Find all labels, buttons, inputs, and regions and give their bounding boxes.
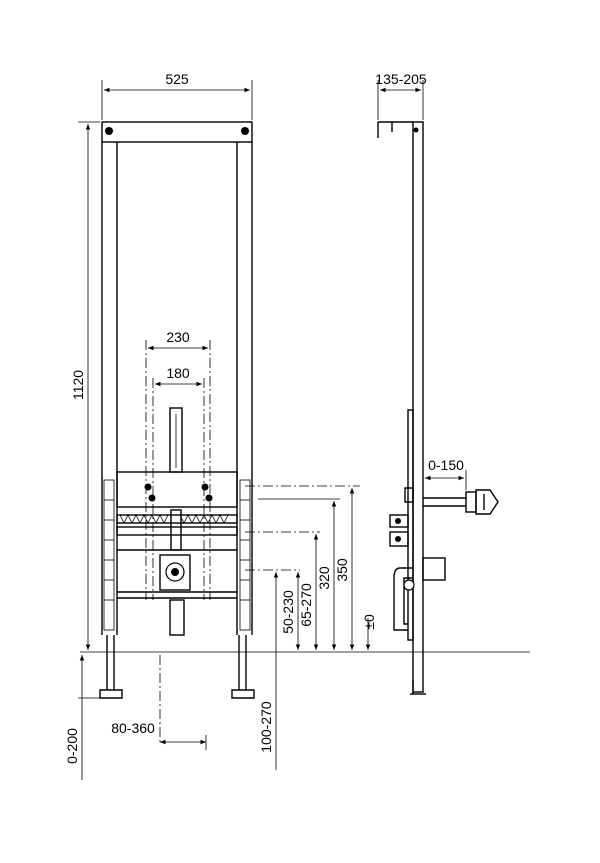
side-view <box>377 121 499 695</box>
dim-230-label: 230 <box>166 329 190 345</box>
dim-180-label: 180 <box>166 365 190 381</box>
perforated-rails <box>103 479 251 631</box>
frame-outline <box>101 121 253 635</box>
dim-350-label: 350 <box>334 558 350 582</box>
dim-65-270-label: 65-270 <box>298 583 314 627</box>
dim-525-label: 525 <box>165 71 189 87</box>
dim-135-205-label: 135-205 <box>375 71 427 87</box>
dim-50-230-label: 50-230 <box>280 590 296 634</box>
dim-plus-minus-zero-label: ±0 <box>361 614 377 630</box>
front-view <box>80 121 530 745</box>
side-pipes <box>389 489 499 631</box>
dim-0-150-label: 0-150 <box>428 457 464 473</box>
dim-80-360-label: 80-360 <box>111 720 155 736</box>
frame-legs <box>99 635 255 699</box>
pipe-rails <box>116 509 238 551</box>
dim-320-label: 320 <box>316 566 332 590</box>
dimension-lines <box>78 80 467 780</box>
mounting-plate <box>116 407 238 508</box>
dim-0-200-label: 0-200 <box>64 728 80 764</box>
drain-fitting <box>117 554 237 636</box>
dim-100-270-label: 100-270 <box>258 701 274 753</box>
dim-1120-label: 1120 <box>70 370 86 400</box>
